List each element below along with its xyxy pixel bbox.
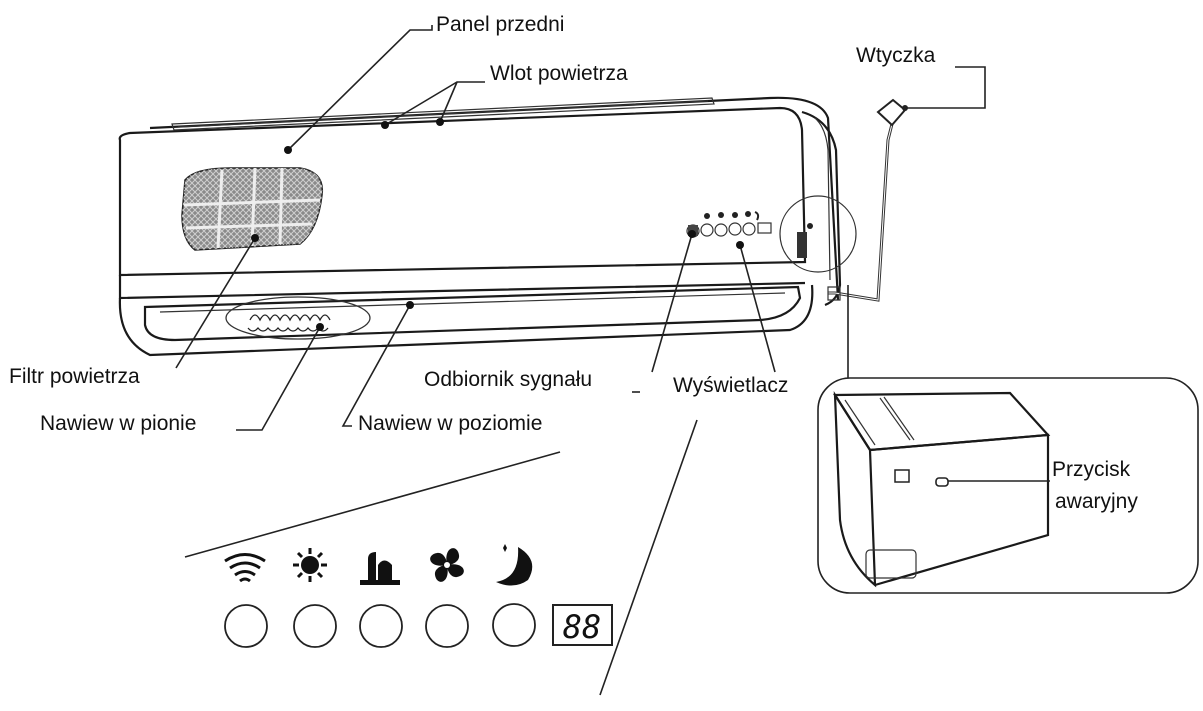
indicator-3 bbox=[359, 604, 403, 648]
label-emergency-line2: awaryjny bbox=[1055, 490, 1138, 513]
label-air-inlet: Wlot powietrza bbox=[490, 62, 628, 85]
digit-display: 88 bbox=[552, 604, 613, 646]
vertical-louvers bbox=[225, 296, 371, 340]
side-button-zoom bbox=[797, 232, 807, 258]
emergency-inset bbox=[817, 285, 1199, 594]
labels: Panel przedni Wlot powietrza Wtyczka Fil… bbox=[9, 13, 1138, 513]
indicator-2 bbox=[293, 604, 337, 648]
fan-icon bbox=[430, 548, 464, 582]
air-inlet-strip bbox=[171, 97, 715, 131]
label-plug: Wtyczka bbox=[856, 44, 936, 67]
wifi-signal-icon bbox=[224, 553, 266, 583]
unit-side-wall bbox=[801, 110, 842, 307]
lower-body bbox=[118, 275, 806, 300]
unit-top-edge bbox=[149, 96, 840, 301]
sun-icon bbox=[293, 548, 327, 582]
label-signal-receiver: Odbiornik sygnału bbox=[424, 368, 592, 391]
zoom-circle bbox=[779, 195, 857, 273]
unit-display-panel bbox=[686, 211, 772, 238]
emergency-button bbox=[935, 477, 949, 487]
indicator-5 bbox=[492, 603, 536, 647]
label-horizontal-flow: Nawiew w poziomie bbox=[358, 412, 542, 435]
label-display: Wyświetlacz bbox=[673, 374, 788, 397]
display-digits: 88 bbox=[563, 608, 602, 646]
moon-icon bbox=[496, 544, 533, 586]
leader-lines bbox=[175, 25, 986, 431]
front-panel-outline bbox=[118, 106, 807, 277]
dehumidify-icon bbox=[360, 552, 400, 585]
indicator-1 bbox=[224, 604, 268, 648]
label-front-panel: Panel przedni bbox=[436, 13, 564, 36]
label-vertical-flow: Nawiew w pionie bbox=[40, 412, 196, 435]
label-emergency-line1: Przycisk bbox=[1052, 458, 1131, 481]
indicator-4 bbox=[425, 604, 469, 648]
plug-icon bbox=[876, 98, 908, 127]
air-filter-mesh bbox=[181, 167, 324, 251]
bottom-curve bbox=[118, 284, 814, 357]
indicator-lights bbox=[224, 603, 536, 648]
enlarged-display: 88 bbox=[184, 419, 698, 696]
indoor-unit bbox=[118, 96, 857, 357]
label-air-filter: Filtr powietrza bbox=[9, 365, 140, 388]
